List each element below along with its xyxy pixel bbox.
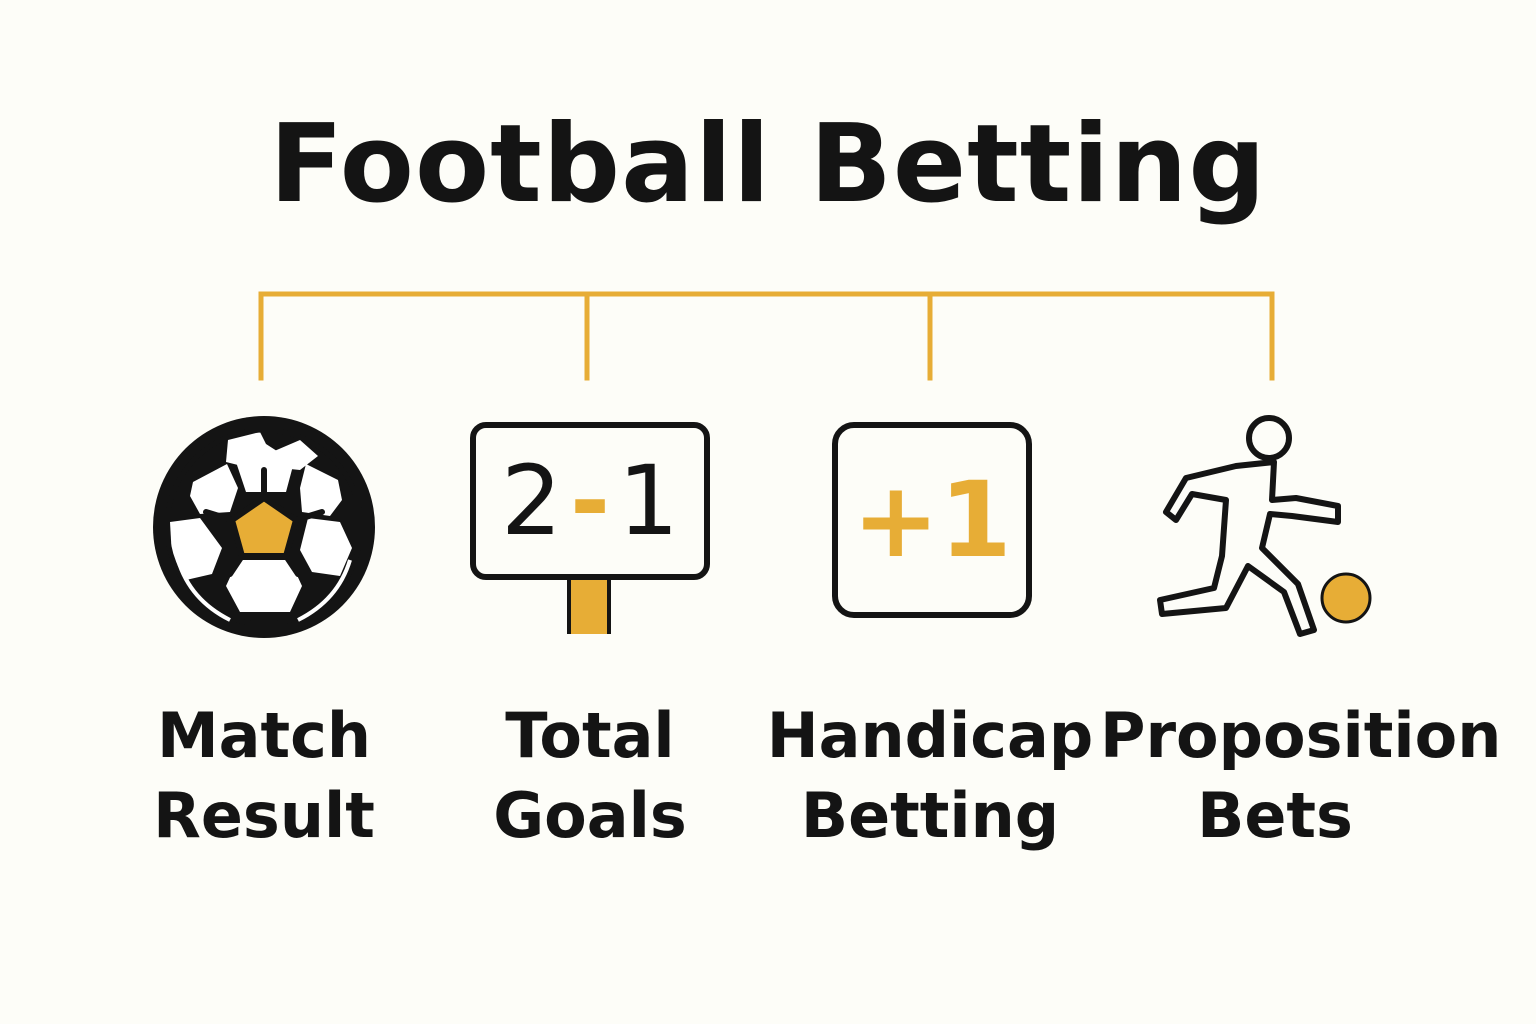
branch-label-handicap-betting: Handicap Betting bbox=[750, 696, 1110, 856]
score-home: 2 bbox=[501, 445, 563, 557]
branch-label-match-result: Match Result bbox=[84, 696, 444, 856]
scoreboard-panel: 2 - 1 bbox=[470, 422, 710, 580]
label-line: Result bbox=[153, 779, 375, 852]
scoreboard-pole bbox=[567, 578, 611, 634]
label-line: Betting bbox=[800, 779, 1060, 852]
handicap-value: +1 bbox=[852, 459, 1012, 581]
label-line: Handicap bbox=[766, 699, 1094, 772]
score-separator: - bbox=[570, 445, 610, 557]
diagram-title: Football Betting bbox=[269, 102, 1267, 227]
label-line: Bets bbox=[1197, 779, 1353, 852]
branch-label-proposition-bets: Proposition Bets bbox=[1100, 696, 1502, 856]
handicap-box-icon: +1 bbox=[832, 422, 1032, 618]
soccer-ball-icon bbox=[153, 416, 375, 638]
score-away: 1 bbox=[617, 445, 679, 557]
scoreboard-icon: 2 - 1 bbox=[466, 418, 714, 638]
branch-label-total-goals: Total Goals bbox=[410, 696, 770, 856]
label-line: Proposition bbox=[1100, 699, 1502, 772]
label-line: Goals bbox=[493, 779, 687, 852]
label-line: Match bbox=[156, 699, 372, 772]
label-line: Total bbox=[505, 699, 675, 772]
player-kicking-ball-icon bbox=[1157, 415, 1372, 637]
